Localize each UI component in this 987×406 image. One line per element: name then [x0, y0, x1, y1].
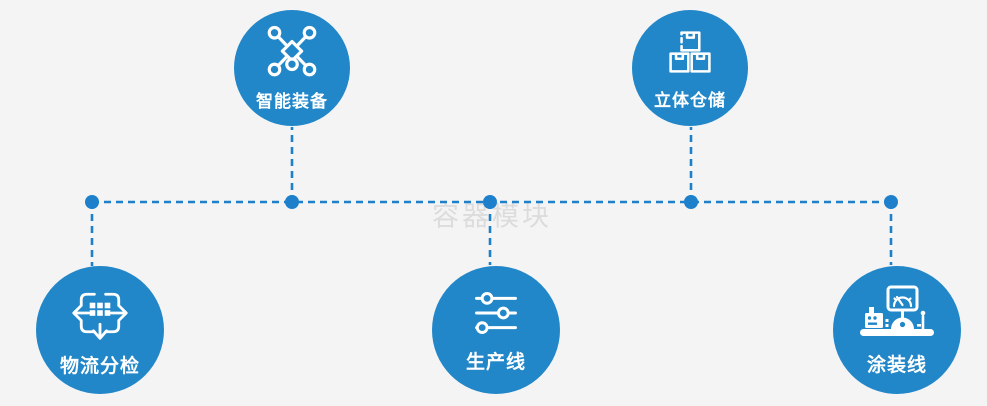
node-label: 立体仓储 [654, 91, 726, 110]
stacked-boxes-icon [663, 25, 717, 79]
node-label: 生产线 [465, 351, 526, 373]
junction-dot [483, 195, 497, 209]
junction-dot [884, 195, 898, 209]
node-logistics-sorting: 物流分检 [36, 266, 164, 394]
network-nodes-icon [264, 24, 320, 80]
junction-dot [684, 195, 698, 209]
junction-dot [85, 195, 99, 209]
node-smart-equipment: 智能装备 [234, 10, 350, 126]
node-production-line: 生产线 [432, 266, 560, 394]
junction-dot [285, 195, 299, 209]
node-label: 智能装备 [256, 92, 328, 111]
sorting-arrows-icon [70, 283, 130, 343]
node-stereo-warehouse: 立体仓储 [632, 10, 748, 126]
node-label: 物流分检 [59, 355, 140, 377]
node-label: 涂装线 [866, 354, 927, 376]
control-station-icon [857, 284, 937, 342]
sliders-icon [470, 287, 522, 339]
node-painting-line: 涂装线 [833, 266, 961, 394]
